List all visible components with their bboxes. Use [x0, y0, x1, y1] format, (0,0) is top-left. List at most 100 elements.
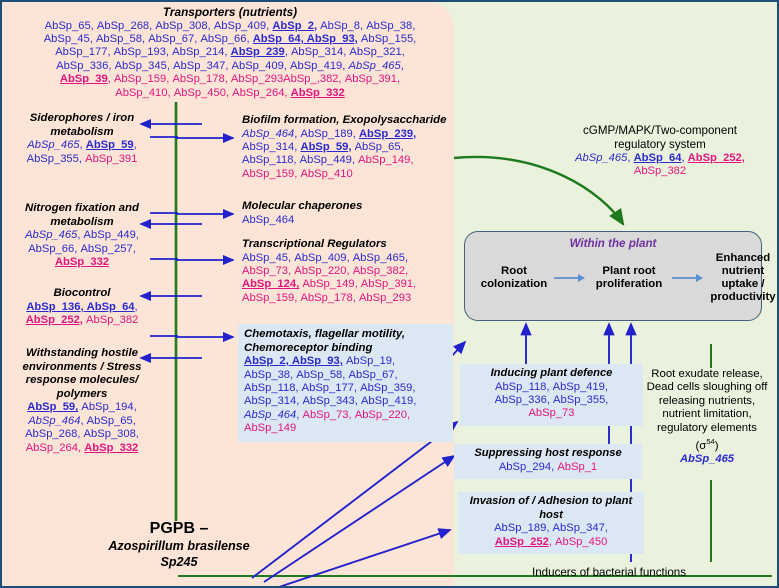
gene-token: AbSp_252	[494, 535, 549, 548]
gene-token: AbSp_410, AbSp_450, AbSp_264,	[115, 86, 291, 99]
gene-line: AbSp_336, AbSp_355,	[464, 394, 639, 407]
gene-token: AbSp_59	[85, 139, 134, 152]
gene-line: AbSp_464, AbSp_73, AbSp_220,	[244, 409, 449, 422]
gene-token: , AbSp_189,	[294, 127, 359, 140]
gene-line: AbSp_65, AbSp_268, AbSp_308, AbSp_409, A…	[10, 20, 450, 33]
section-genes: AbSp_118, AbSp_419,AbSp_336, AbSp_355,Ab…	[464, 381, 639, 421]
gene-line: AbSp_118, AbSp_177, AbSp_359,	[244, 382, 449, 395]
gene-line: AbSp_264, AbSp_332	[6, 442, 158, 455]
gene-token: ,	[296, 408, 303, 421]
gene-line: AbSp_294, AbSp_1	[458, 461, 638, 474]
within-plant-box: Within the plant Root colonization Plant…	[464, 231, 776, 321]
gene-token: AbSp_73, AbSp_220, AbSp_382,	[242, 265, 409, 277]
gene-line: AbSp_73	[464, 407, 639, 420]
plant-step-root-colonization: Root colonization	[480, 265, 548, 290]
gene-line: AbSp_410, AbSp_450, AbSp_264, AbSp_332	[10, 87, 450, 100]
gene-line: AbSp_189, AbSp_347,	[462, 522, 640, 535]
gene-token: AbSp_239,	[358, 127, 417, 140]
gene-token: AbSp_59,	[300, 141, 352, 153]
gene-token: AbSp_65,	[351, 141, 404, 153]
exudate-line: regulatory elements	[656, 421, 758, 434]
transporters-section: Transporters (nutrients) AbSp_65, AbSp_2…	[10, 5, 450, 100]
plant-arrow-2-icon	[671, 273, 705, 283]
gene-line: AbSp_314, AbSp_59, AbSp_65,	[242, 141, 447, 154]
section-title: Inducing plant defence	[490, 367, 613, 379]
gene-token: AbSp_155,	[357, 33, 417, 45]
gene-token: AbSp_336, AbSp_355,	[494, 394, 609, 406]
gene-line: AbSp_66, AbSp_257,	[6, 243, 158, 256]
section-genes: AbSp_189, AbSp_347,AbSp_252, AbSp_450	[462, 522, 640, 549]
gene-token: AbSp_64	[633, 152, 682, 164]
gene-token: AbSp_391	[85, 152, 138, 165]
section-genes: AbSp_2, AbSp_93, AbSp_19,AbSp_38, AbSp_5…	[244, 355, 449, 435]
gene-line: AbSp_159, AbSp_178, AbSp_293	[242, 292, 447, 305]
pgpb-label: PGPB – Azospirillum brasilense Sp245	[54, 520, 304, 570]
gene-line: AbSp_118, AbSp_449, AbSp_149,	[242, 154, 447, 167]
gene-token: AbSp_19,	[342, 355, 396, 368]
gene-token: AbSp_73	[528, 407, 575, 420]
gene-token: AbSp_2,	[272, 19, 318, 32]
gene-token: ,	[134, 300, 138, 313]
section-genes: AbSp_45, AbSp_409, AbSp_465,AbSp_73, AbS…	[242, 252, 447, 306]
section-cgmp-mapk: cGMP/MAPK/Two-component regulatory syste…	[542, 124, 777, 179]
exudate-gene: AbSp_465	[679, 453, 735, 466]
gene-line: AbSp_73, AbSp_220, AbSp_382,	[242, 265, 447, 278]
gene-line: AbSp_159, AbSp_410	[242, 168, 447, 181]
gene-token: AbSp_264,	[25, 441, 85, 454]
section-title: Molecular chaperones	[242, 200, 363, 212]
gene-line: AbSp_382	[542, 165, 777, 178]
gene-token: AbSp_252,	[687, 152, 745, 164]
gene-token: AbSp_239	[230, 46, 285, 59]
gene-token: AbSp_73, AbSp_220,	[302, 408, 411, 421]
gene-token: AbSp_194,	[78, 401, 137, 414]
section-genes: AbSp_59, AbSp_194,AbSp_464, AbSp_65,AbSp…	[6, 401, 158, 455]
gene-line: AbSp_45, AbSp_409, AbSp_465,	[242, 252, 447, 265]
gene-token: AbSp_252,	[25, 314, 83, 326]
section-title: Biocontrol	[53, 287, 111, 299]
section-stress-response: Withstanding hostile environments / Stre…	[6, 347, 158, 455]
gene-line: AbSp_252, AbSp_382	[6, 314, 158, 327]
gene-token: AbSp_336, AbSp_345, AbSp_347, AbSp_409, …	[56, 59, 349, 72]
gene-token: AbSp_268, AbSp_308,	[25, 428, 139, 441]
gene-line: AbSp_177, AbSp_193, AbSp_214, AbSp_239, …	[10, 46, 450, 59]
section-title: Withstanding hostile environments / Stre…	[22, 347, 142, 400]
gene-token: AbSp_66, AbSp_257,	[28, 242, 136, 255]
gene-line: AbSp_2, AbSp_93, AbSp_19,	[244, 355, 449, 368]
gene-token: AbSp_65, AbSp_268, AbSp_308, AbSp_409,	[44, 19, 273, 32]
gene-line: AbSp_39, AbSp_159, AbSp_178, AbSp_293AbS…	[10, 73, 450, 86]
gene-token: AbSp_464	[242, 213, 295, 226]
section-genes: AbSp_464, AbSp_189, AbSp_239,AbSp_314, A…	[242, 128, 447, 182]
section-title: Suppressing host response	[474, 447, 622, 459]
section-genes: AbSp_465, AbSp_59,AbSp_355, AbSp_391	[6, 139, 158, 166]
section-genes: AbSp_294, AbSp_1	[458, 461, 638, 474]
transporters-genes: AbSp_65, AbSp_268, AbSp_308, AbSp_409, A…	[10, 20, 450, 100]
gene-token: AbSp_118, AbSp_177, AbSp_359,	[244, 382, 416, 394]
pgpb-line1: PGPB –	[149, 520, 209, 537]
exudate-sigma: (σ54)	[636, 435, 777, 453]
gene-token: AbSp_8, AbSp_38,	[317, 19, 416, 32]
pgpb-line2: Azospirillum brasilense	[108, 539, 250, 553]
within-plant-title: Within the plant	[569, 237, 657, 250]
gene-token: AbSp_294,	[498, 460, 558, 473]
section-genes: AbSp_465, AbSp_449,AbSp_66, AbSp_257,AbS…	[6, 229, 158, 269]
section-title: Nitrogen fixation and metabolism	[25, 202, 139, 228]
gene-line: AbSp_464	[242, 214, 447, 227]
section-genes: AbSp_464	[242, 214, 447, 227]
section-title: Invasion of / Adhesion to plant host	[469, 495, 633, 521]
gene-token: AbSp_314,	[242, 141, 301, 153]
section-chemotaxis: Chemotaxis, flagellar motility, Chemorec…	[238, 324, 453, 442]
gene-line: AbSp_149	[244, 422, 449, 435]
gene-token: AbSp_465	[348, 59, 401, 72]
cgmp-title-line1: cGMP/MAPK/Two-component	[583, 124, 737, 137]
gene-token: AbSp_189, AbSp_347,	[494, 522, 608, 535]
gene-token: AbSp_464	[242, 127, 295, 140]
gene-token: AbSp_118, AbSp_449,	[242, 154, 359, 167]
gene-token: , AbSp_314, AbSp_321,	[284, 46, 405, 59]
gene-token: AbSp_332	[54, 256, 110, 268]
